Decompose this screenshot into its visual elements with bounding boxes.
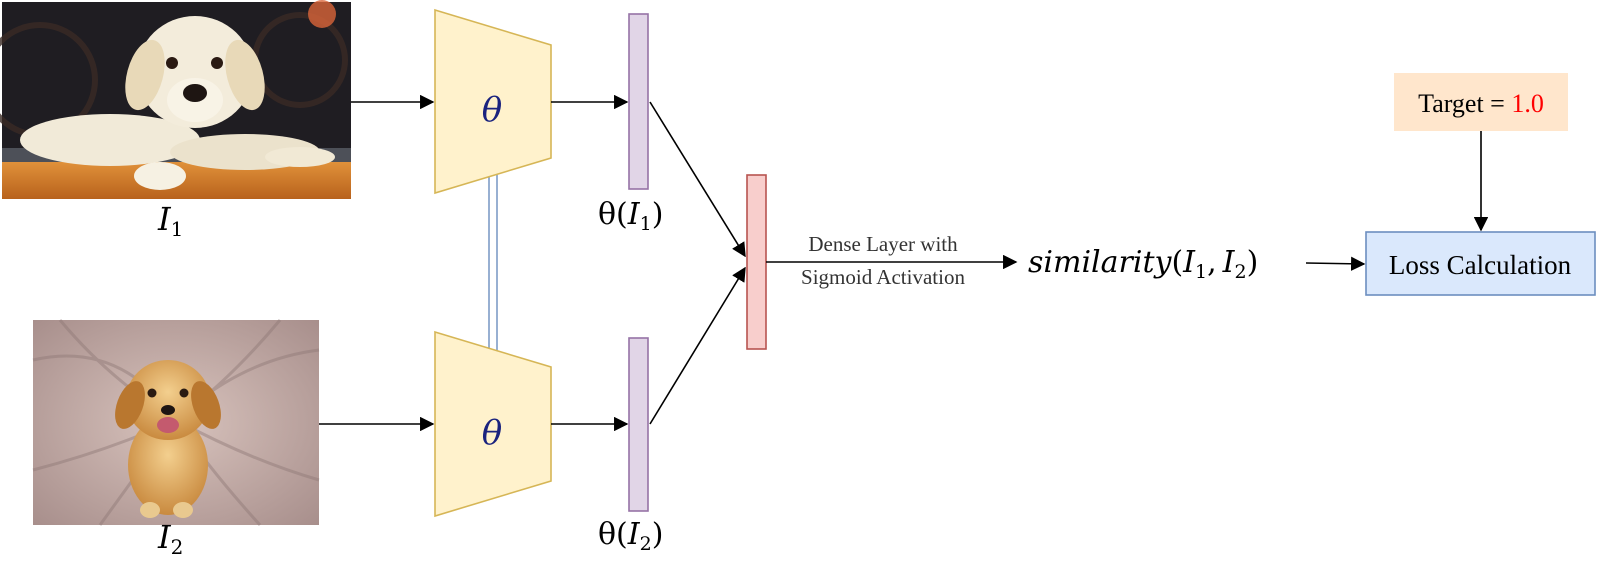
image-1-label: I1 [157,200,183,241]
dense-layer-label-line-1: Dense Layer with [808,232,958,256]
similarity-output: similarity(I1,I2) [1028,245,1258,283]
encoder-1: θ [434,8,552,195]
loss-calculation-box: Loss Calculation [1365,231,1596,296]
target-box: Target = 1.0 [1394,73,1568,131]
embedding-vector-1 [628,13,649,190]
input-image-2 [32,319,320,527]
shared-weights-connector [488,171,498,354]
image-2-label: I2 [157,518,183,559]
arrow-embedding2-to-dense [649,266,746,425]
arrow-embedding1-to-dense [649,101,746,258]
target-value: 1.0 [1511,89,1544,118]
encoder-1-symbol: θ [482,90,502,130]
embedding-vector-2 [628,337,649,512]
encoder-2-symbol: θ [482,413,502,453]
dense-layer-label-line-2: Sigmoid Activation [801,265,965,289]
encoder-2: θ [434,330,552,518]
dense-layer [746,174,767,350]
embedding-2-label: θ(I2) [598,517,663,555]
embedding-1-label: θ(I1) [598,197,663,235]
target-label: Target = 1.0 [1418,89,1544,118]
loss-calculation-label: Loss Calculation [1389,250,1572,280]
input-image-1 [0,0,351,199]
arrow-similarity-to-loss [1305,256,1366,271]
